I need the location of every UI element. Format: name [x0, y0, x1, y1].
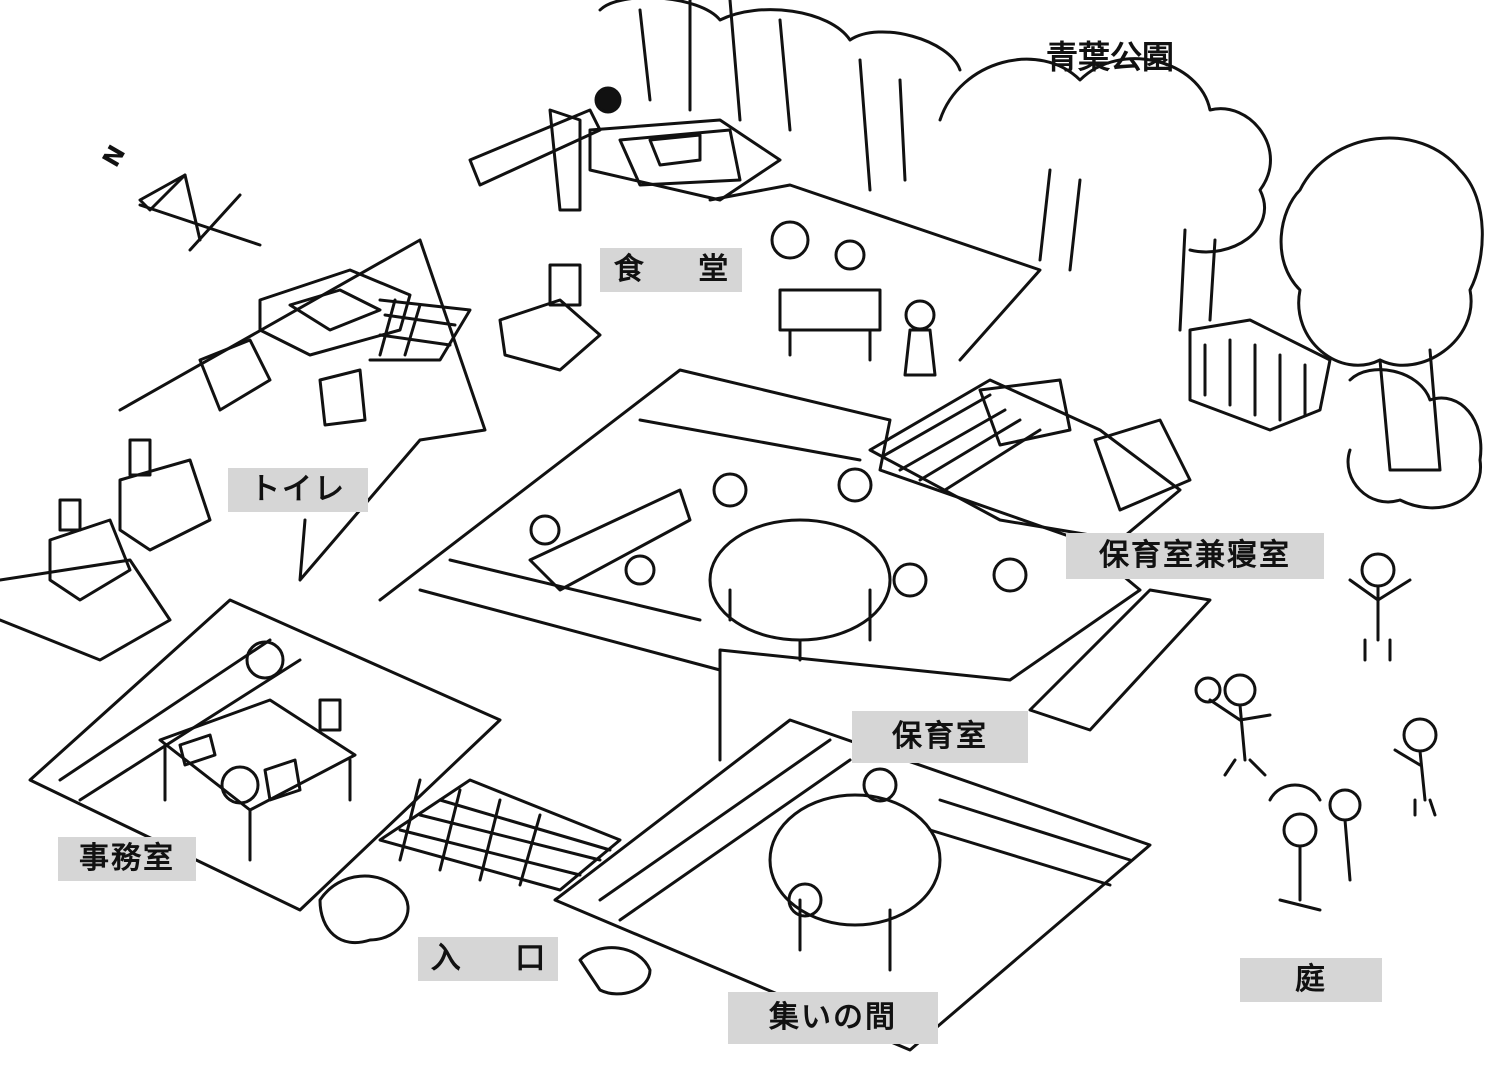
entrance-lattice [318, 778, 652, 996]
garden-children [1194, 552, 1438, 912]
room-label-garden: 庭 [1240, 958, 1382, 1002]
office-room [28, 598, 502, 912]
room-label-gathering: 集いの間 [728, 992, 938, 1044]
room-label-nursery-bedroom: 保育室兼寝室 [1066, 533, 1324, 579]
park-trees [598, 0, 1484, 510]
room-label-dining: 食 堂 [600, 248, 742, 292]
park-name: 青葉公園 [1046, 38, 1175, 76]
compass-arrow [138, 173, 262, 252]
nursery-bedroom-platform [378, 318, 1332, 762]
room-label-entrance: 入 口 [418, 937, 558, 981]
dining-block [468, 86, 1042, 377]
room-label-toilet: トイレ [228, 468, 368, 512]
room-label-office: 事務室 [58, 837, 196, 881]
room-label-nursery: 保育室 [852, 711, 1028, 763]
toilet-block [0, 238, 602, 662]
